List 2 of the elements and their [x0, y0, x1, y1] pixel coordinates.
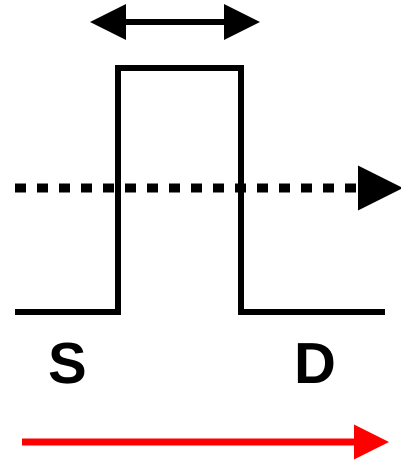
terminal-label: D — [294, 335, 336, 393]
terminal-label: S — [48, 335, 87, 393]
